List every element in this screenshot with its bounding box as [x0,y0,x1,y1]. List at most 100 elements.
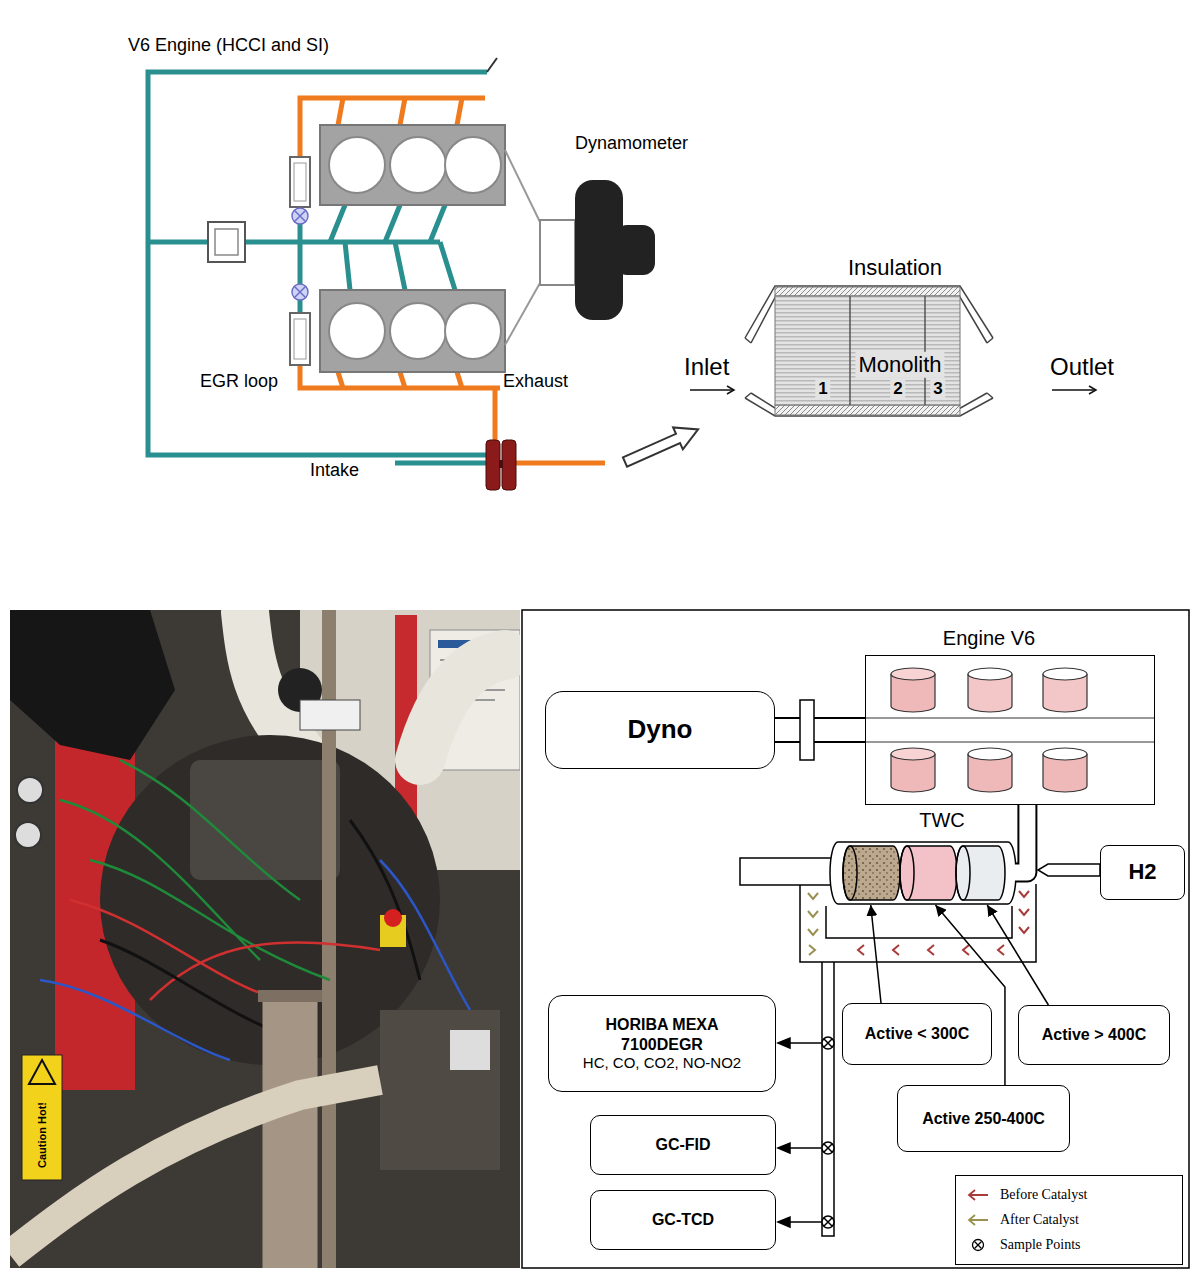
intake-runner [345,242,455,290]
exhaust-pipe-photo [263,990,318,1268]
before-catalyst-arrows [858,891,1029,955]
sample-points [822,1037,834,1228]
egr-cooler-core [294,163,306,201]
wrapped-hose [10,1080,380,1255]
twc-shell [830,842,1016,904]
flow-arrowhead [727,386,734,394]
zone-label: Active < 300C [865,1024,970,1043]
wire [70,900,380,1000]
intake-pipe [395,461,486,466]
intake-manifold [245,240,440,245]
flow-label: Inlet [684,353,729,381]
engine-cylinders [865,668,1155,792]
catalyst-brick [956,846,1005,900]
flow-label: Outlet [1050,353,1114,381]
feed-line [788,1147,821,1149]
exhaust-line [300,98,605,463]
sample-line [822,962,834,1236]
part-label: Intake [310,460,359,481]
bank-block [320,290,505,372]
sample-cross-symbol [975,1241,982,1248]
insulated-pipe [420,655,505,760]
cylinder-top [968,668,1012,680]
callout-arrow-group [987,905,1048,1005]
analyser-name: HORIBA MEXA 7100DEGR [597,1015,727,1053]
drive-shaft [540,220,575,285]
catalyst-brick [900,846,957,900]
flow-chevron [809,945,815,955]
part-label: Insulation [848,255,942,280]
valve-circle [292,284,308,300]
housing-shell [751,292,987,410]
analyser-box: HORIBA MEXA 7100DEGRHC, CO, CO2, NO-NO2 [548,995,776,1092]
valve-cross [294,286,306,298]
twc-heading: TWC [916,808,968,832]
dynamometer [505,150,655,345]
zone-label: Active > 400C [1042,1025,1147,1044]
egr-cooler-box [290,157,310,207]
insulation-band [775,287,960,296]
warning-triangle [29,1060,55,1084]
sensor-box [300,700,360,730]
sample-point-symbol [973,1239,984,1250]
cylinder-top [891,748,935,760]
cylinder-bore [445,137,501,193]
analyser-feed [778,1038,821,1227]
dyno-end [615,225,655,275]
twc-catalyst: TWC [830,840,1015,905]
exhaust-pipe-bore [1015,805,1027,873]
emergency-stop [384,909,402,927]
flow-chevron [1019,891,1029,933]
egr-cooler-box [290,313,310,365]
monolith-label: Monolith [855,352,944,378]
sample-cross [824,1218,832,1226]
tail-pipe [740,858,838,885]
connectors [775,730,1048,1085]
brick-number: 2 [890,379,905,399]
legend-text: Sample Points [1000,1237,1081,1253]
dyno-label: Dyno [628,714,693,745]
housing-shell [745,286,993,416]
turbo-shaft [499,460,503,468]
egr-cooler [208,157,310,365]
part-label: Dynamometer [575,133,688,154]
cylinder-bank [320,125,505,372]
turbocharger [486,440,516,490]
feed-arrowhead [778,1038,790,1048]
catalyst-brick [843,846,900,900]
legend-item: Before Catalyst [966,1182,1172,1207]
after-catalyst-arrows [808,893,818,955]
wire [60,760,330,980]
pipe-flange [258,990,322,1002]
legend-symbol [966,1238,990,1252]
flow-arrow [690,389,733,391]
sample-cross [824,1144,832,1152]
valve-circle [292,208,308,224]
valve-cross [294,210,306,222]
cylinder-bore [390,303,446,359]
pressure-gauge [17,777,43,803]
engine-box: Engine V6 [865,655,1155,805]
photo-ground [10,610,520,1268]
monolith-block: Monolith123 [775,296,960,405]
legend-box: Before CatalystAfter CatalystSample Poin… [955,1175,1183,1265]
feed-line [788,1042,821,1044]
intake-branch [148,240,208,245]
legend-item: After Catalyst [966,1207,1172,1232]
h2-injector [1038,864,1100,876]
zone-label: Active 250-400C [922,1109,1045,1128]
engine-schematic [148,58,703,490]
legend-symbol [966,1213,990,1227]
air-duct [10,610,175,760]
egr-cooler-core [294,319,306,359]
drive-coupling [505,150,540,345]
part-label: Exhaust [503,371,568,392]
dyno-box: Dyno [545,691,775,769]
intercooler-core [215,229,238,255]
analyser-box: GC-TCD [590,1190,776,1250]
engine-mount [380,1010,500,1170]
brick-face [956,846,970,900]
sample-point [822,1142,834,1154]
exhaust-pipe [1015,805,1027,873]
legend-item: Sample Points [966,1232,1172,1257]
